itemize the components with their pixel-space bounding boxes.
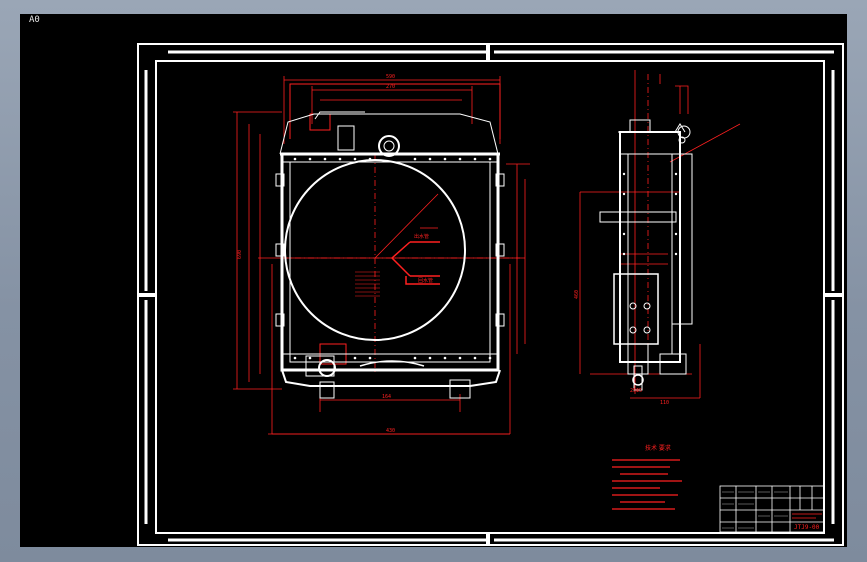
front-callouts	[390, 241, 440, 285]
front-core-hatch	[355, 271, 380, 297]
front-core-outline	[279, 111, 501, 399]
front-dimensions	[233, 76, 530, 435]
side-dimensions	[579, 70, 741, 399]
dim-bottom: 164	[382, 394, 391, 400]
front-side-brackets	[275, 173, 505, 327]
dim-side-bottom2: 25Ф5	[630, 388, 642, 394]
front-rivets	[293, 157, 492, 360]
technical-notes: 技术 要求	[612, 444, 682, 510]
radiator-side-view: 460 110 25Ф5	[574, 70, 741, 406]
cad-viewport[interactable]: A0	[20, 14, 847, 547]
side-rivets	[622, 172, 678, 256]
dim-side-height: 460	[574, 290, 580, 299]
radiator-front-view: 590 270 430 164 690 出水管 回水管	[233, 74, 530, 435]
dim-top-overall: 590	[386, 74, 395, 80]
side-outline	[599, 119, 693, 391]
viewport-label: A0	[29, 15, 40, 25]
title-block: JTJ9-00	[719, 485, 825, 533]
dim-side-bottom: 110	[660, 400, 669, 406]
callout-outlet: 出水管	[414, 233, 429, 240]
dim-height: 690	[237, 250, 243, 259]
dim-top-inner: 270	[386, 84, 395, 90]
notes-title: 技术 要求	[645, 444, 671, 452]
drawing-frame	[137, 43, 844, 546]
dim-width-bottom: 430	[386, 428, 395, 434]
cad-drawing: 590 270 430 164 690 出水管 回水管	[137, 43, 844, 546]
drawing-number: JTJ9-00	[794, 524, 820, 531]
callout-return: 回水管	[418, 277, 433, 284]
